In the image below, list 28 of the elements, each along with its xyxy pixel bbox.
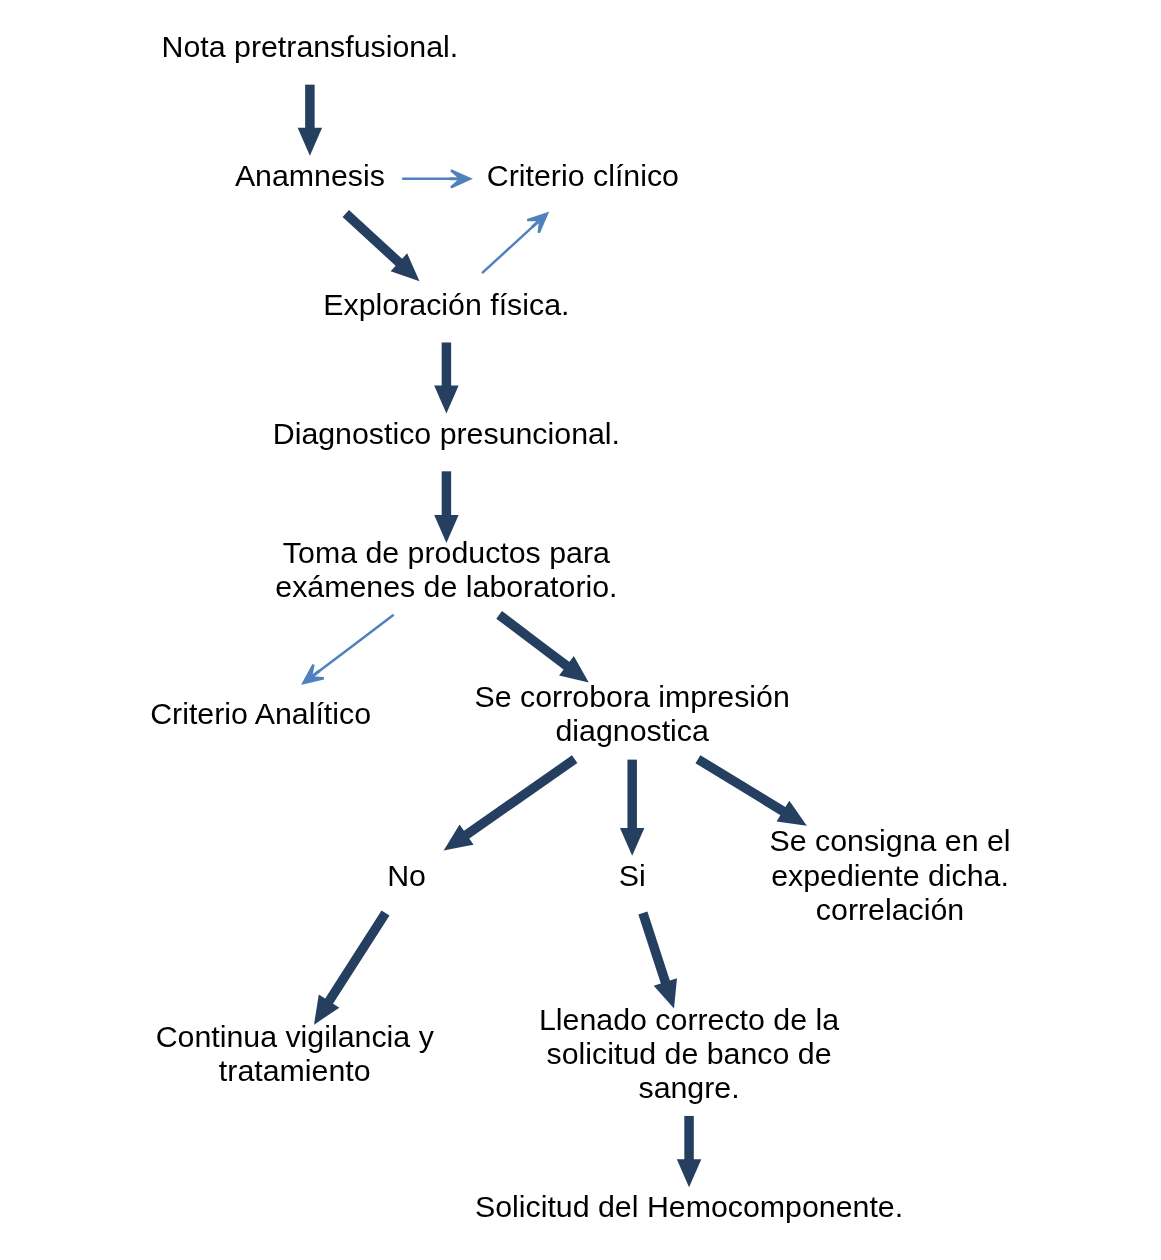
node-text: Llenado correcto de la solicitud de banco de sangre. [538, 1002, 839, 1104]
arrow [433, 471, 459, 544]
node-text: No [386, 858, 426, 892]
arrow [676, 1115, 701, 1188]
arrow [297, 84, 322, 156]
arrow [619, 759, 644, 856]
node-text: Anamnesis [234, 159, 385, 192]
arrow [495, 611, 589, 683]
arrow [301, 613, 394, 685]
node-text: Exploración física. [322, 287, 569, 321]
node-text: Nota pretransfusional. [161, 30, 458, 64]
node-text: Se consigna en el expediente dicha. correlación [768, 824, 1011, 926]
node-text: Si [618, 858, 646, 892]
node-text: Criterio Analítico [149, 697, 371, 731]
node-text: Continua vigilancia y tratamiento [155, 1019, 434, 1087]
arrow [342, 210, 419, 282]
arrow [480, 212, 548, 275]
arrow [443, 755, 577, 851]
node-text: Solicitud del Hemocomponente. [474, 1190, 903, 1224]
arrow [313, 910, 390, 1025]
arrow [401, 169, 471, 189]
node-text: Toma de productos para exámenes de laboratorio. [274, 536, 618, 604]
node-text: Diagnostico presuncional. [272, 416, 620, 450]
node-text: Criterio clínico [486, 159, 679, 192]
arrow [694, 755, 807, 826]
node-text: Se corrobora impresión diagnostica [474, 680, 790, 748]
arrow [637, 911, 677, 1009]
arrow [433, 342, 459, 414]
